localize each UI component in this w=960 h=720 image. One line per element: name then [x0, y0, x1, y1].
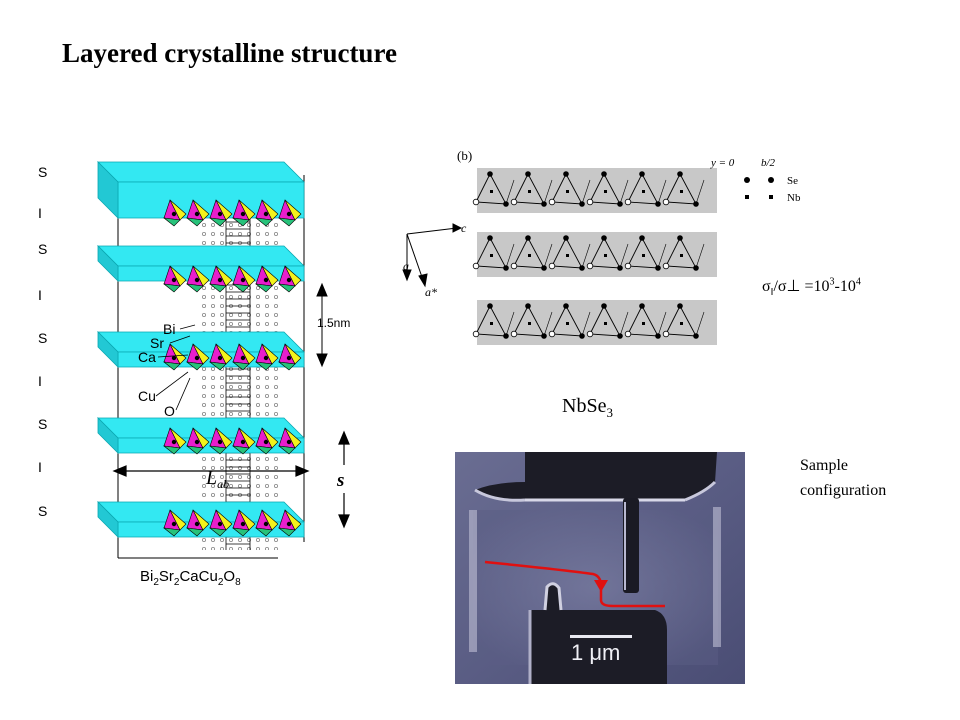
nbse-prism-3-1	[472, 303, 515, 339]
nbse3-caption: NbSe3	[562, 395, 613, 420]
nbse-prism-3-4	[586, 303, 629, 339]
b-half-header: b/2	[761, 157, 776, 169]
svg-text:Nb: Nb	[787, 192, 801, 204]
formula-bscco: Bi2Sr2CaCu2O8	[140, 568, 241, 588]
layer-letter-1: S	[38, 164, 47, 180]
nbse-prism-3-3	[548, 303, 591, 339]
legend-se: Se	[744, 175, 798, 187]
s-arrow	[338, 430, 350, 529]
panel-label-b: (b)	[457, 148, 472, 163]
conductivity-ratio: σ‖/σ⊥ =103-104	[762, 276, 861, 299]
atom-label-sr: Sr	[150, 335, 164, 351]
pyramid-row-2	[162, 265, 302, 293]
pyramid-row-3	[162, 343, 302, 371]
atom-label-o: O	[164, 403, 175, 419]
axis-c: c	[461, 221, 467, 235]
crystal-axes	[402, 223, 463, 288]
s-label: s	[336, 470, 344, 491]
scale-bar	[570, 635, 632, 638]
layer-letter-3: S	[38, 241, 47, 257]
lab-subscript: ab	[217, 477, 229, 491]
svg-text:Se: Se	[787, 175, 798, 187]
nbse-prism-3-5	[624, 303, 667, 339]
atom-label-bi: Bi	[163, 321, 175, 337]
nbse-prism-2-1	[472, 235, 515, 271]
chain-band-3	[477, 300, 717, 345]
nbse-prism-1-5	[624, 171, 667, 207]
nbse3-whisker	[623, 498, 639, 593]
layer-slab-1	[97, 161, 305, 219]
lab-arrow	[112, 465, 310, 477]
nbse-prism-1-1	[472, 171, 515, 207]
current-path-arrowhead	[594, 580, 608, 592]
scale-label-1-5nm: 1.5nm	[317, 316, 350, 330]
nbse-prism-2-6	[662, 235, 705, 271]
nbse-prism-2-5	[624, 235, 667, 271]
nbse-prism-1-3	[548, 171, 591, 207]
atom-label-ca: Ca	[138, 349, 156, 365]
nbse-prism-1-6	[662, 171, 705, 207]
axis-a: a	[403, 259, 409, 273]
nbse-prism-2-4	[586, 235, 629, 271]
layer-slab-2	[97, 245, 305, 282]
atom-label-cu: Cu	[138, 388, 156, 404]
layer-letter-4: I	[38, 287, 42, 303]
sample-configuration-caption: Sample configuration	[800, 457, 887, 499]
nbse3-structure-diagram: (b) y = 0 b/2 Se Nb c a a*	[402, 148, 801, 345]
chain-band-1	[477, 168, 717, 213]
pyramid-row-4	[162, 427, 302, 455]
legend-nb: Nb	[745, 192, 801, 204]
y-header: y = 0	[710, 157, 735, 169]
layered-stack-diagram: S I S I S I S I S Bi Sr Ca Cu O 1.5nm s Lab	[38, 161, 350, 559]
layer-letter-5: S	[38, 330, 47, 346]
atom-label-pointers	[155, 324, 196, 411]
chain-band-2	[477, 232, 717, 277]
layer-letter-8: I	[38, 459, 42, 475]
nbse-prism-2-2	[510, 235, 553, 271]
slide-title: Layered crystalline structure	[62, 38, 397, 68]
layer-letter-6: I	[38, 373, 42, 389]
bottom-electrode	[530, 583, 667, 684]
layer-letter-9: S	[38, 503, 47, 519]
nbse-prism-1-4	[586, 171, 629, 207]
nbse-prism-1-2	[510, 171, 553, 207]
nbse-prism-2-3	[548, 235, 591, 271]
layer-letter-2: I	[38, 205, 42, 221]
axis-a-star: a*	[425, 285, 437, 299]
layer-letter-7: S	[38, 416, 47, 432]
current-path	[484, 560, 665, 608]
scale-bar-label: 1 μm	[571, 640, 620, 665]
pyramid-row-1	[162, 199, 302, 227]
nbse-prism-3-6	[662, 303, 705, 339]
top-electrode	[475, 452, 717, 501]
sample-micrograph: 1 μm	[455, 452, 745, 684]
nbse-prism-3-2	[510, 303, 553, 339]
lab-label: L	[205, 467, 217, 489]
scale-arrow-1-5nm	[316, 282, 328, 368]
svg-text:Lab: Lab	[205, 467, 229, 491]
pyramid-row-5	[162, 509, 302, 537]
